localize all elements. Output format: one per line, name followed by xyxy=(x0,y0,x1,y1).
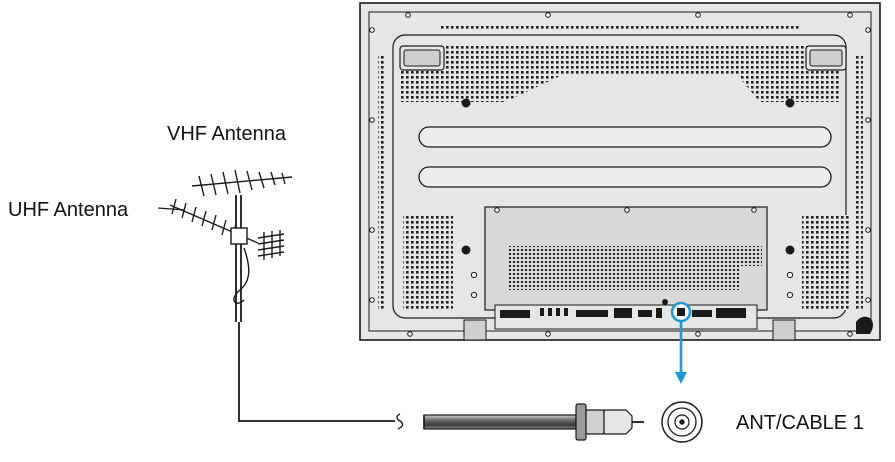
frame-screws xyxy=(369,12,871,337)
cover-slot-lower xyxy=(418,166,832,188)
tv-rear-panel xyxy=(359,2,881,341)
coax-jack-icon[interactable] xyxy=(661,401,703,443)
tv-foot-left xyxy=(463,319,487,341)
small-holes xyxy=(470,271,794,299)
uhf-antenna-label: UHF Antenna xyxy=(8,199,129,221)
vhf-elements xyxy=(198,169,286,197)
handle-right-inner xyxy=(809,49,843,67)
mount-screw-tr xyxy=(785,98,795,108)
cable-break-mark xyxy=(396,413,404,430)
ant-cable-label: ANT/CABLE 1 xyxy=(736,412,864,434)
coax-cable-wire xyxy=(238,322,395,422)
antenna-icon xyxy=(169,169,293,322)
vhf-boom xyxy=(191,176,293,187)
cover-slot-upper xyxy=(418,126,832,148)
reflector xyxy=(257,230,285,260)
terminal-panel-screws xyxy=(494,207,757,213)
vhf-antenna-label: VHF Antenna xyxy=(167,123,286,145)
lower-vent-left xyxy=(403,215,453,310)
connection-arrow xyxy=(675,322,687,384)
coax-plug-icon xyxy=(575,403,644,441)
frame-vent-left xyxy=(378,55,386,310)
connector-blocks xyxy=(500,308,746,318)
upper-vent-grille xyxy=(400,46,840,102)
frame-vent-right xyxy=(855,55,863,310)
mast-clamp xyxy=(230,227,248,245)
power-cord-stub xyxy=(856,316,873,334)
mount-screw-bl xyxy=(461,245,471,255)
tv-foot-right xyxy=(772,319,796,341)
lower-vent-right xyxy=(802,215,850,310)
terminal-panel-vent xyxy=(507,246,762,290)
mount-screw-tl xyxy=(461,98,471,108)
handle-left-inner xyxy=(403,49,441,67)
coax-cable-sheath xyxy=(423,414,577,430)
frame-vent-top xyxy=(440,24,800,29)
ant-cable-jack-highlight[interactable] xyxy=(670,301,692,323)
terminal-tiny-port xyxy=(662,299,668,305)
uhf-elements xyxy=(171,198,237,240)
lead-in-loop xyxy=(233,247,250,304)
coax-cable xyxy=(238,322,404,430)
mount-screw-br xyxy=(785,245,795,255)
uhf-label-pointer xyxy=(157,207,186,211)
